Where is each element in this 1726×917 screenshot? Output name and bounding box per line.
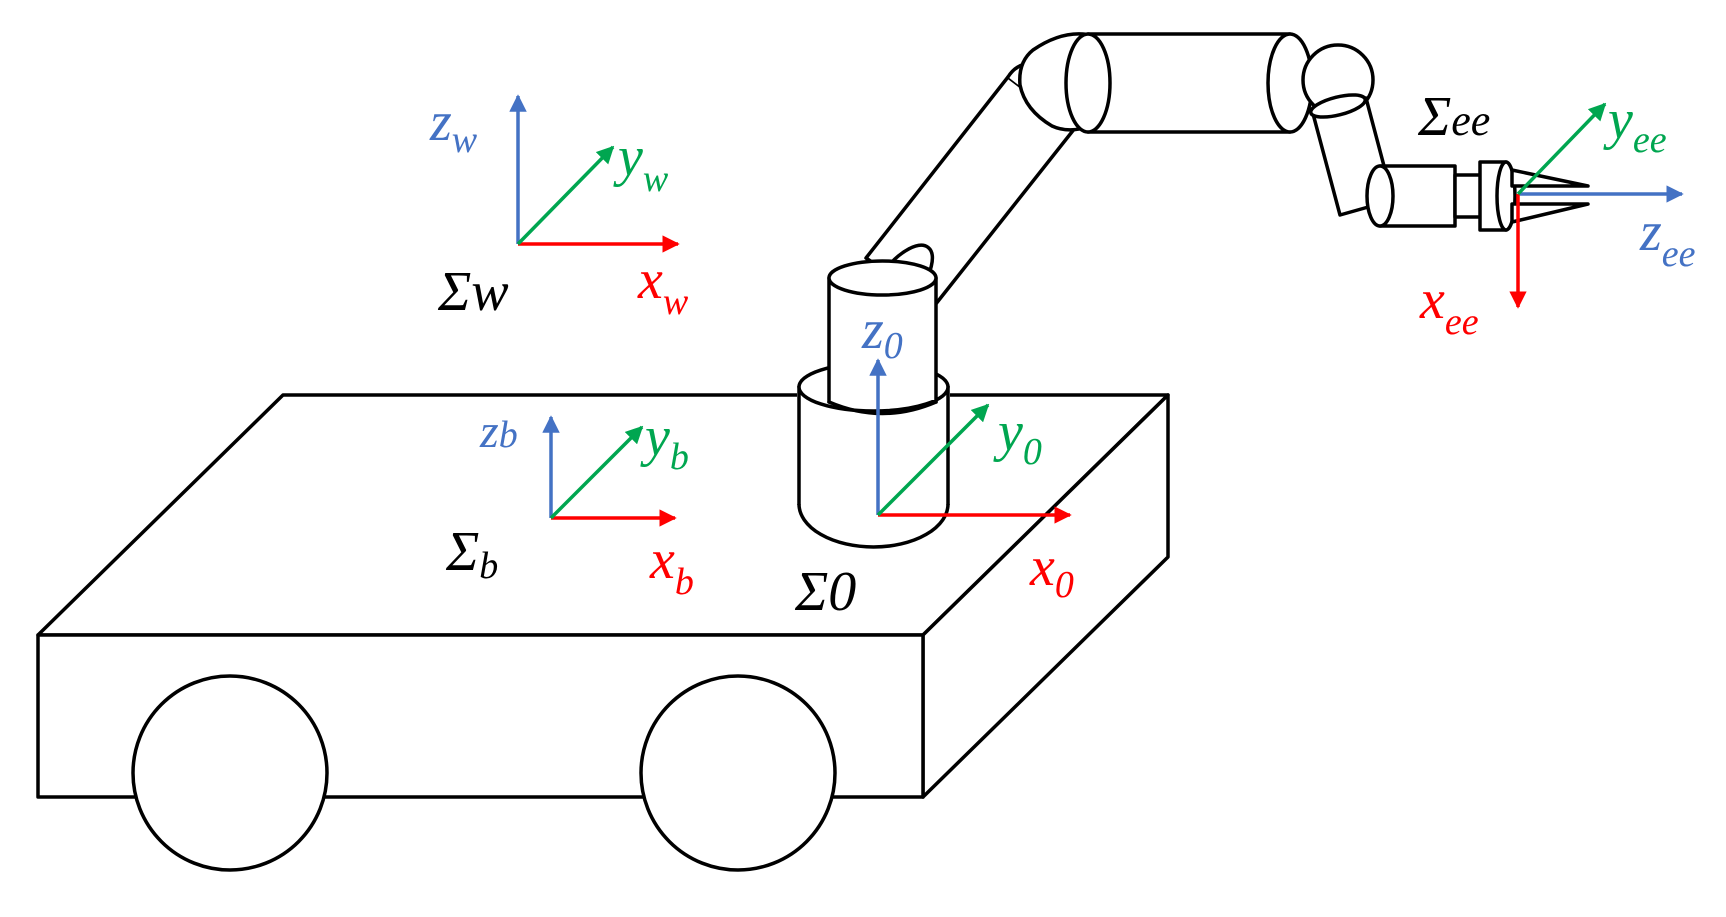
arm-shoulder-cylinder bbox=[827, 259, 938, 416]
end-effector-gripper bbox=[1478, 160, 1590, 232]
arm-base-frame: z0 y0 x0 Σ0 bbox=[794, 299, 1074, 623]
base-x-label: xb bbox=[649, 529, 694, 603]
arm-base-z-label: z0 bbox=[861, 299, 903, 367]
end-effector-frame: Σee yee zee xee bbox=[1417, 86, 1696, 343]
world-x-label: xw bbox=[637, 249, 689, 323]
arm-base-sigma-label: Σ0 bbox=[794, 561, 856, 623]
robot-arm bbox=[797, 32, 1590, 549]
arm-wrist-cylinder bbox=[1365, 164, 1487, 228]
base-y-label: yb bbox=[640, 406, 689, 478]
rear-wheel bbox=[131, 674, 329, 872]
base-sigma-label: Σb bbox=[445, 521, 498, 587]
base-frame: zb yb xb Σb bbox=[445, 405, 694, 603]
world-z-label: zw bbox=[429, 91, 478, 161]
ee-x-label: xee bbox=[1419, 269, 1479, 343]
ee-z-label: zee bbox=[1639, 201, 1696, 275]
arm-base-y-label: y0 bbox=[993, 401, 1042, 473]
arm-base-x-label: x0 bbox=[1029, 536, 1074, 606]
base-y-axis bbox=[549, 425, 644, 520]
arm-forearm bbox=[1064, 32, 1314, 134]
base-z-label: zb bbox=[479, 405, 518, 458]
gripper-finger-top bbox=[1510, 168, 1590, 188]
ee-y-label: yee bbox=[1603, 89, 1667, 161]
ee-y-axis bbox=[1516, 102, 1607, 196]
world-sigma-label: Σw bbox=[437, 261, 509, 323]
front-wheel bbox=[639, 674, 837, 872]
world-y-axis bbox=[516, 145, 615, 246]
world-frame: zw yw xw Σw bbox=[429, 91, 689, 323]
gripper-finger-bottom bbox=[1510, 202, 1590, 224]
world-y-label: yw bbox=[613, 126, 669, 200]
ee-sigma-label: Σee bbox=[1417, 86, 1490, 148]
arm-base-y-axis bbox=[876, 403, 990, 517]
